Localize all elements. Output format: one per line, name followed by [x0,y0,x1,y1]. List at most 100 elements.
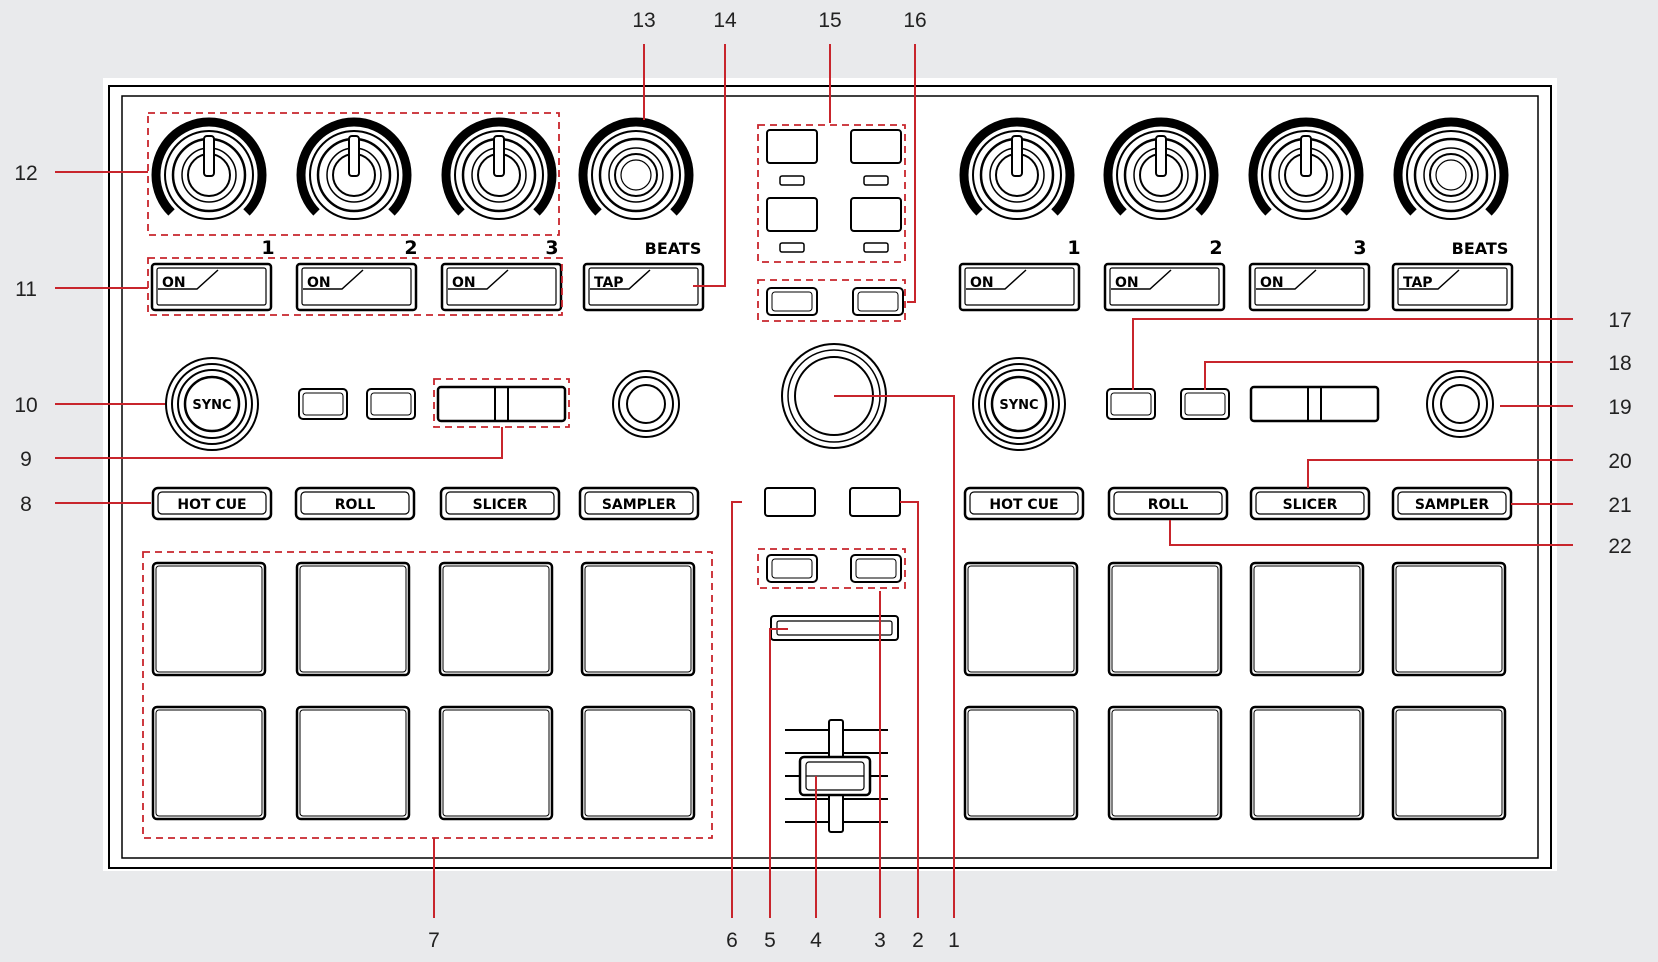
center-small-button[interactable] [766,554,818,583]
hot-cue-button[interactable]: HOT CUE [151,486,273,521]
sync-label: SYNC [192,398,231,413]
fx-on-button[interactable]: ON [1248,262,1371,312]
beats-knob[interactable] [578,117,694,220]
callout-number-6: 6 [726,929,738,952]
center-small-button[interactable] [852,287,904,316]
performance-pad[interactable] [1107,705,1223,821]
small-button[interactable] [298,388,348,420]
roll-button-label: ROLL [1148,497,1189,513]
performance-pad[interactable] [963,705,1079,821]
callout-number-21: 21 [1608,494,1631,517]
fx-on-button[interactable]: ON [440,262,563,312]
performance-pad[interactable] [963,561,1079,677]
roll-button[interactable]: ROLL [1107,486,1229,521]
performance-pad[interactable] [580,705,696,821]
pitch-bend-buttons[interactable] [436,385,567,423]
performance-pad[interactable] [151,561,267,677]
leader-lines [55,44,1573,918]
callout-boxes [142,112,906,839]
pitch-knob[interactable] [1426,370,1494,438]
fx-on-button[interactable]: ON [150,262,273,312]
center-button[interactable] [849,487,901,517]
pitch-bend-buttons[interactable] [1249,385,1380,423]
callout-number-18: 18 [1608,352,1631,375]
fx-knob-1[interactable] [959,117,1075,220]
fx-knob-2[interactable] [1103,117,1219,220]
performance-pad[interactable] [438,705,554,821]
fx-knob-1[interactable] [151,117,267,220]
tap-button-label: TAP [594,275,624,291]
fx-on-button[interactable]: ON [958,262,1081,312]
performance-pad[interactable] [295,705,411,821]
center-section [764,129,904,833]
tap-button[interactable]: TAP [1391,262,1514,312]
center-small-button[interactable] [850,554,902,583]
pitch-knob[interactable] [612,370,680,438]
beats-label: BEATS [645,239,702,258]
fx-on-button-label: ON [307,275,331,291]
center-small-button[interactable] [766,287,818,316]
callout-number-8: 8 [20,493,32,516]
performance-pad[interactable] [1249,561,1365,677]
performance-pad[interactable] [1107,561,1223,677]
slicer-button[interactable]: SLICER [1249,486,1371,521]
center-button[interactable] [766,129,818,164]
performance-pad[interactable] [438,561,554,677]
performance-pad[interactable] [1391,705,1507,821]
center-button-group [766,129,902,253]
hot-cue-button[interactable]: HOT CUE [963,486,1085,521]
slicer-button-label: SLICER [1283,497,1338,513]
callout-number-15: 15 [818,9,841,32]
fx-knob-3[interactable] [441,117,557,220]
tap-button[interactable]: TAP [582,262,705,312]
callout-box-15 [757,124,906,263]
sampler-button-label: SAMPLER [602,497,677,513]
sync-button[interactable]: SYNC [972,357,1066,451]
sync-button[interactable]: SYNC [165,357,259,451]
fx-on-button-label: ON [1115,275,1139,291]
center-button[interactable] [764,487,816,517]
beats-knob[interactable] [1393,117,1509,220]
center-led [863,175,889,186]
callout-number-4: 4 [810,929,822,952]
performance-pad[interactable] [1249,705,1365,821]
performance-pad[interactable] [1391,561,1507,677]
small-button[interactable] [1180,388,1230,420]
touch-strip[interactable] [770,615,899,641]
callout-number-9: 9 [20,448,32,471]
fx-on-button[interactable]: ON [295,262,418,312]
callout-box-12 [147,112,560,236]
callout-box-3 [757,548,906,589]
performance-pad[interactable] [295,561,411,677]
sampler-button[interactable]: SAMPLER [1391,486,1513,521]
fx-knob-2[interactable] [296,117,412,220]
sampler-button[interactable]: SAMPLER [578,486,700,521]
performance-pad[interactable] [151,705,267,821]
slicer-button[interactable]: SLICER [439,486,561,521]
knob-number-label: 2 [404,237,417,259]
center-button[interactable] [850,197,902,232]
center-led [863,242,889,253]
small-button[interactable] [1106,388,1156,420]
roll-button[interactable]: ROLL [294,486,416,521]
center-led [779,175,805,186]
crossfader[interactable] [785,719,888,833]
center-button[interactable] [850,129,902,164]
callout-number-13: 13 [632,9,655,32]
callout-number-5: 5 [764,929,776,952]
small-button[interactable] [366,388,416,420]
fx-knob-3[interactable] [1248,117,1364,220]
fx-on-button[interactable]: ON [1103,262,1226,312]
fx-on-button-label: ON [452,275,476,291]
button-group: ON ON ON TAP ON ON ON TAP HOT CUE HOT CUE ROLL ROLL… [150,262,1514,521]
center-led [779,242,805,253]
performance-pad[interactable] [580,561,696,677]
callout-box-11 [147,257,563,316]
center-button[interactable] [766,197,818,232]
callout-number-19: 19 [1608,396,1631,419]
fx-on-button-label: ON [970,275,994,291]
knob-number-label: 3 [545,237,558,259]
